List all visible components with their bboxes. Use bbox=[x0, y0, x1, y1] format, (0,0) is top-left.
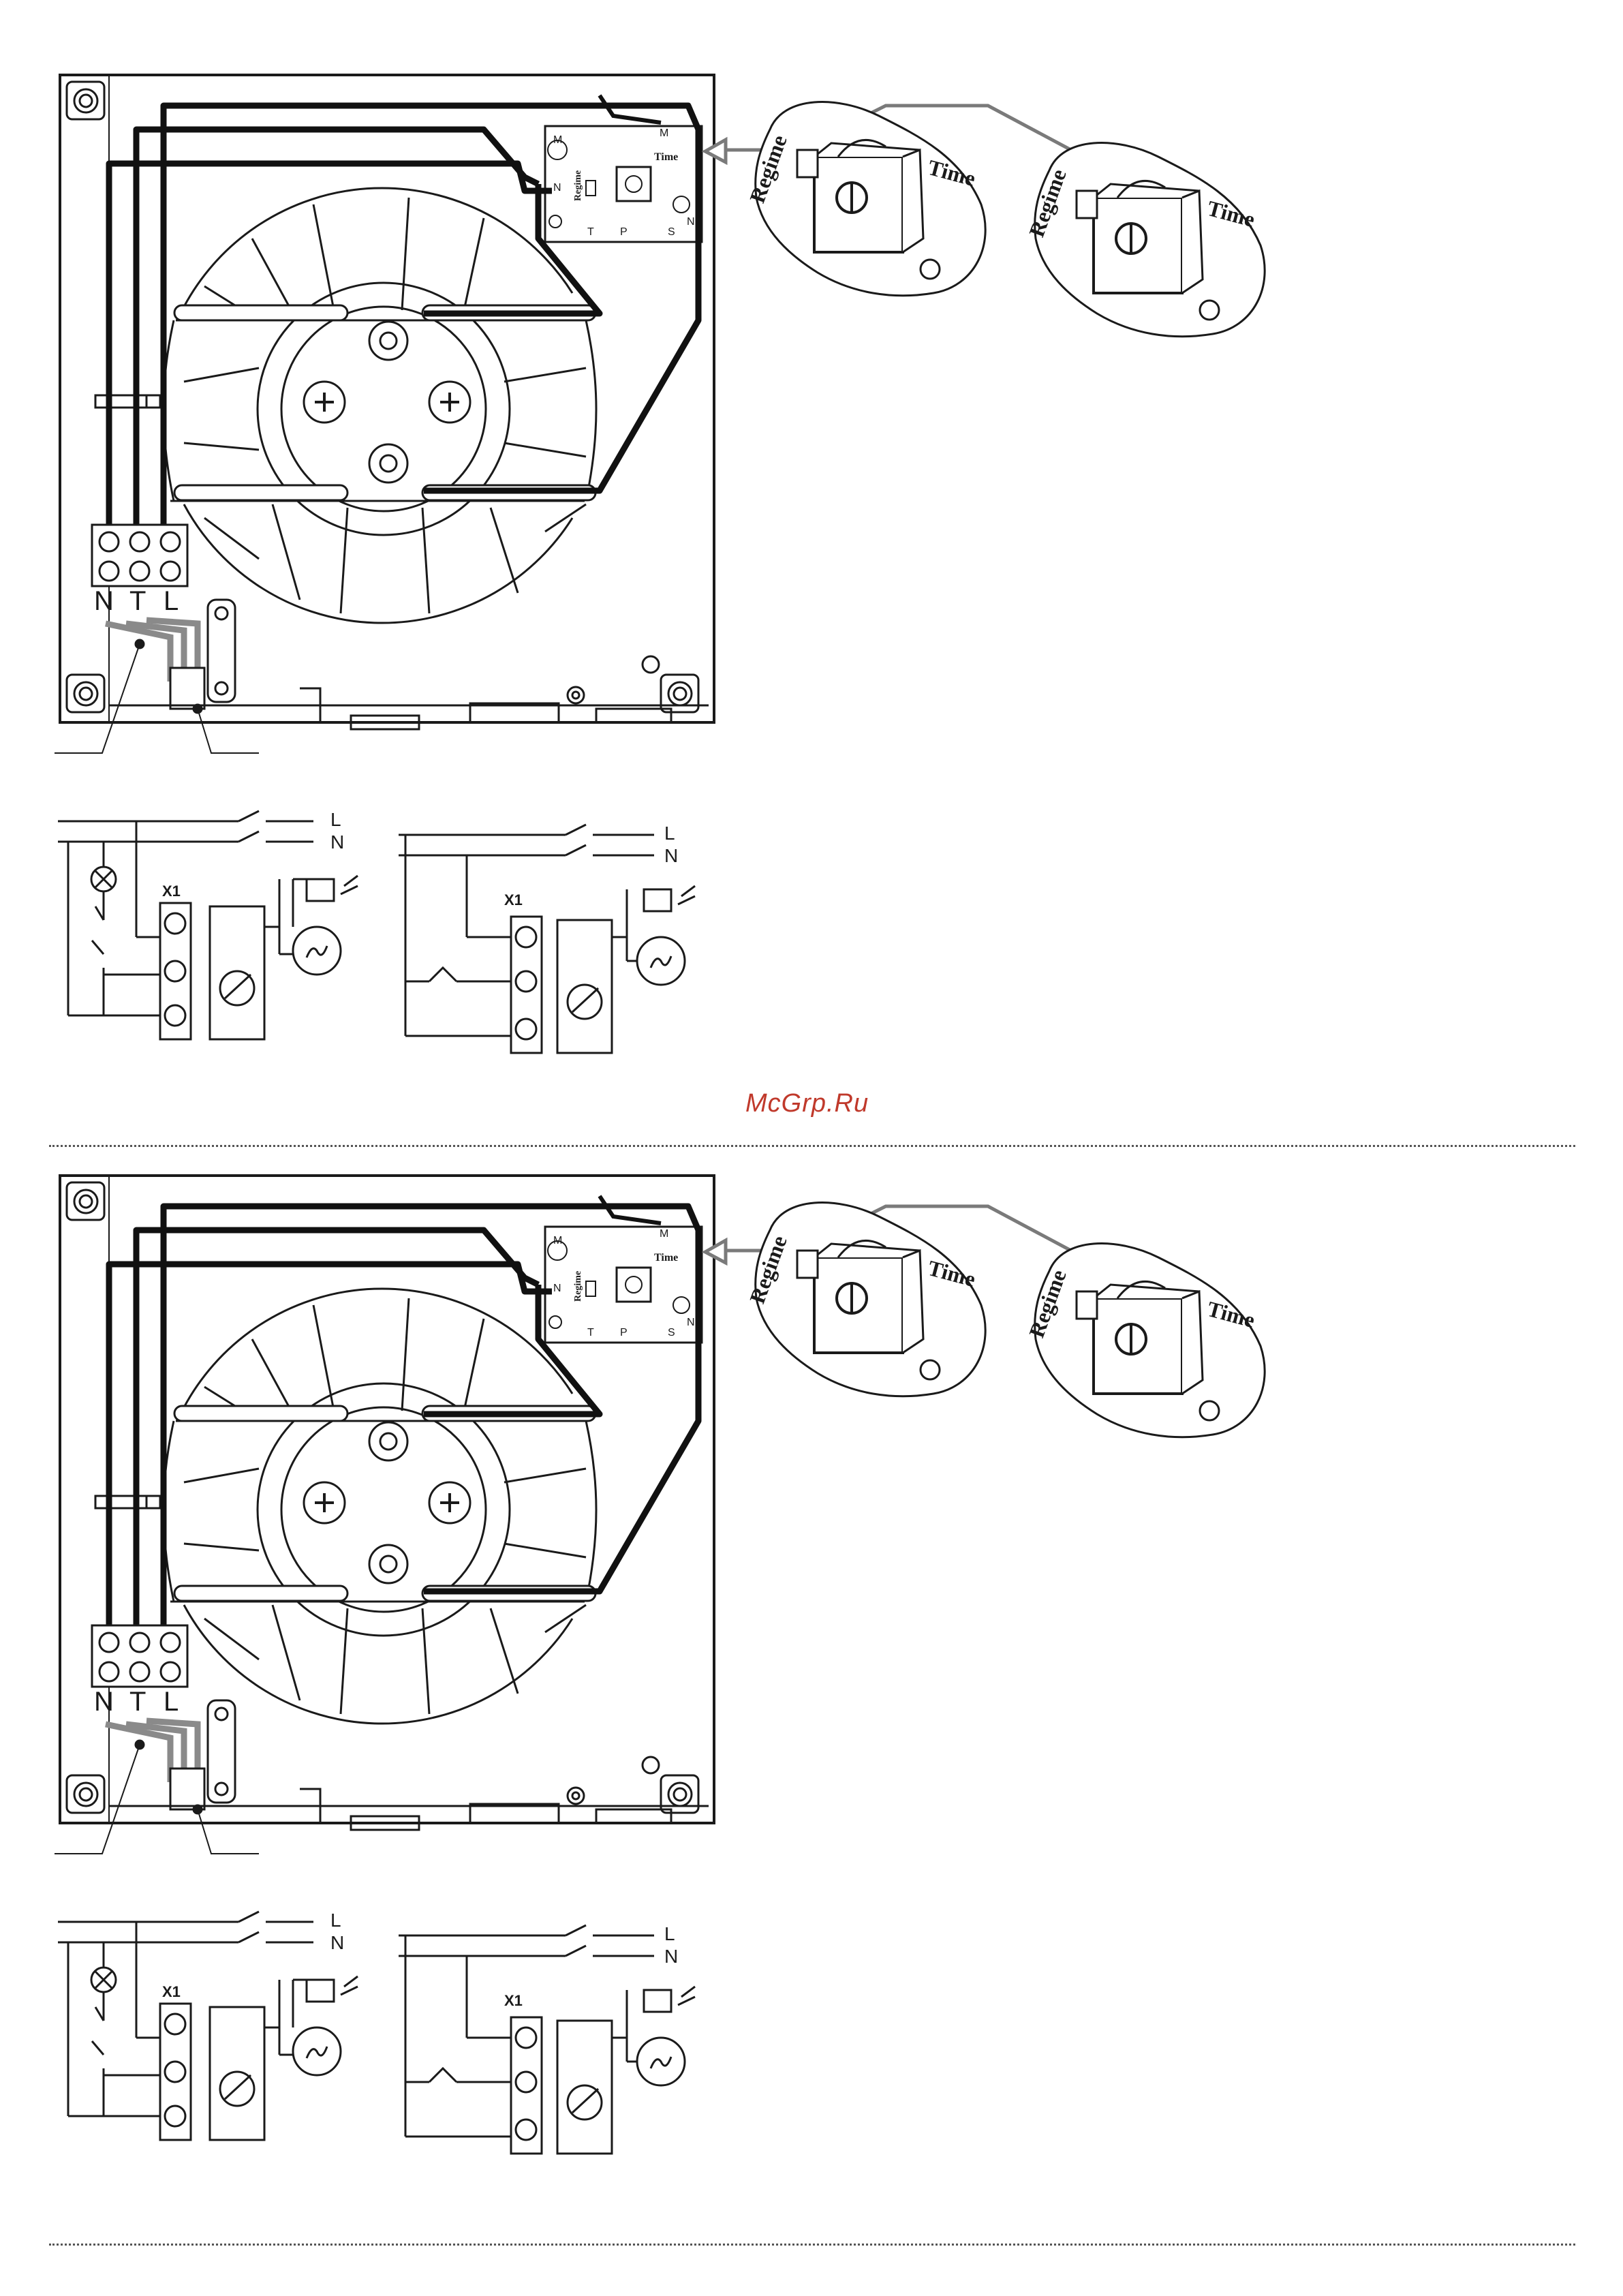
schematic-l-label-d: L bbox=[664, 1923, 675, 1944]
schematic-x1-label-b: X1 bbox=[504, 891, 523, 908]
board-label-n-right: N bbox=[687, 216, 695, 228]
schematic-x1-label-a: X1 bbox=[162, 883, 181, 900]
schematic-l-label-a: L bbox=[330, 809, 341, 830]
board-label-m-right-2: M bbox=[660, 1228, 668, 1240]
terminal-l-label: L bbox=[164, 586, 179, 616]
board-label-p: P bbox=[620, 226, 628, 238]
board-label-s-2: S bbox=[668, 1327, 675, 1338]
board-label-time: Time bbox=[654, 151, 678, 163]
schematic-l-label-c: L bbox=[330, 1910, 341, 1931]
fan-unit-drawing bbox=[55, 75, 714, 753]
board-label-m-right: M bbox=[660, 127, 668, 139]
board-label-n-right-2: N bbox=[687, 1317, 695, 1328]
schematic-n-label-b: N bbox=[664, 845, 678, 866]
regime-knob-detail-a bbox=[756, 102, 985, 296]
terminal-n-label: N bbox=[94, 586, 114, 616]
board-label-time-2: Time bbox=[654, 1252, 678, 1264]
schematic-x1-label-d: X1 bbox=[504, 1992, 523, 2009]
board-label-t: T bbox=[587, 226, 594, 238]
regime-knob-detail-b bbox=[1035, 143, 1265, 337]
schematic-n-label-c: N bbox=[330, 1932, 344, 1953]
schematic-x1-label-c: X1 bbox=[162, 1983, 181, 2000]
board-label-t-2: T bbox=[587, 1327, 594, 1338]
board-label-n-left-2: N bbox=[553, 1283, 561, 1294]
terminal-t-label: T bbox=[129, 586, 146, 616]
terminal-t-label-2: T bbox=[129, 1687, 146, 1717]
schematic-l-label-b: L bbox=[664, 823, 675, 844]
fan-unit-drawing-2 bbox=[55, 1176, 714, 1854]
section-divider-bottom bbox=[49, 2244, 1575, 2246]
wiring-diagram-top: M M N N T P S Time Regime N T L Regime T… bbox=[0, 0, 1623, 1090]
terminal-n-label-2: N bbox=[94, 1687, 114, 1717]
schematic-n-label-d: N bbox=[664, 1946, 678, 1967]
wiring-diagram-bottom: M M N N T P S Time Regime N T L Regime T… bbox=[0, 1101, 1623, 2218]
schematic-pair-2 bbox=[58, 1912, 695, 2154]
terminal-l-label-2: L bbox=[164, 1687, 179, 1717]
board-label-m-left-2: M bbox=[553, 1235, 562, 1246]
board-label-regime: Regime bbox=[573, 170, 583, 201]
regime-knob-detail-c bbox=[756, 1203, 985, 1396]
board-label-m-left: M bbox=[553, 134, 562, 146]
schematic-pair bbox=[58, 811, 695, 1053]
board-label-regime-2: Regime bbox=[573, 1271, 583, 1302]
board-label-s: S bbox=[668, 226, 675, 238]
schematic-n-label-a: N bbox=[330, 831, 344, 853]
board-label-p-2: P bbox=[620, 1327, 628, 1338]
board-label-n-left: N bbox=[553, 182, 561, 194]
regime-knob-detail-d bbox=[1035, 1244, 1265, 1437]
